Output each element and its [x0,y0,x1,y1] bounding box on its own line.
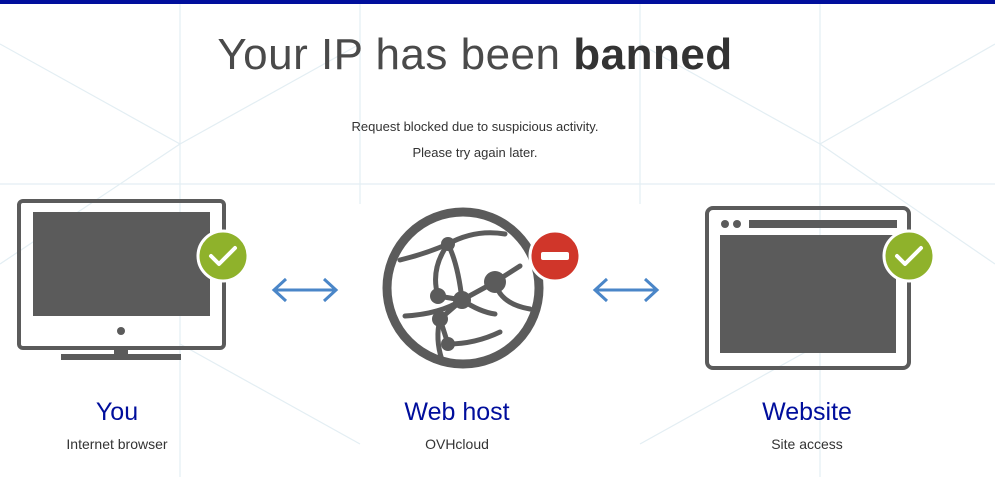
you-subtitle: Internet browser [66,436,168,452]
bidirectional-arrow-icon [592,277,660,303]
top-accent-bar [0,0,995,4]
block-reason-text: Request blocked due to suspicious activi… [351,119,599,134]
check-icon [882,229,936,283]
you-title: You [95,398,139,426]
browser-window-icon [705,206,911,370]
web-host-title: Web host [404,398,510,426]
website-subtitle: Site access [771,436,843,452]
network-globe-icon [382,207,544,369]
check-icon [196,229,250,283]
retry-later-text: Please try again later. [412,145,538,160]
title-emphasis: banned [573,30,733,79]
blocked-icon [528,229,582,283]
title-prefix: Your IP has been [217,30,561,79]
website-title: Website [762,398,852,426]
background-pattern [0,4,995,477]
monitor-icon [17,199,226,360]
page-title: Your IP has been banned [0,30,950,80]
bidirectional-arrow-icon [271,277,339,303]
web-host-subtitle: OVHcloud [425,436,489,452]
